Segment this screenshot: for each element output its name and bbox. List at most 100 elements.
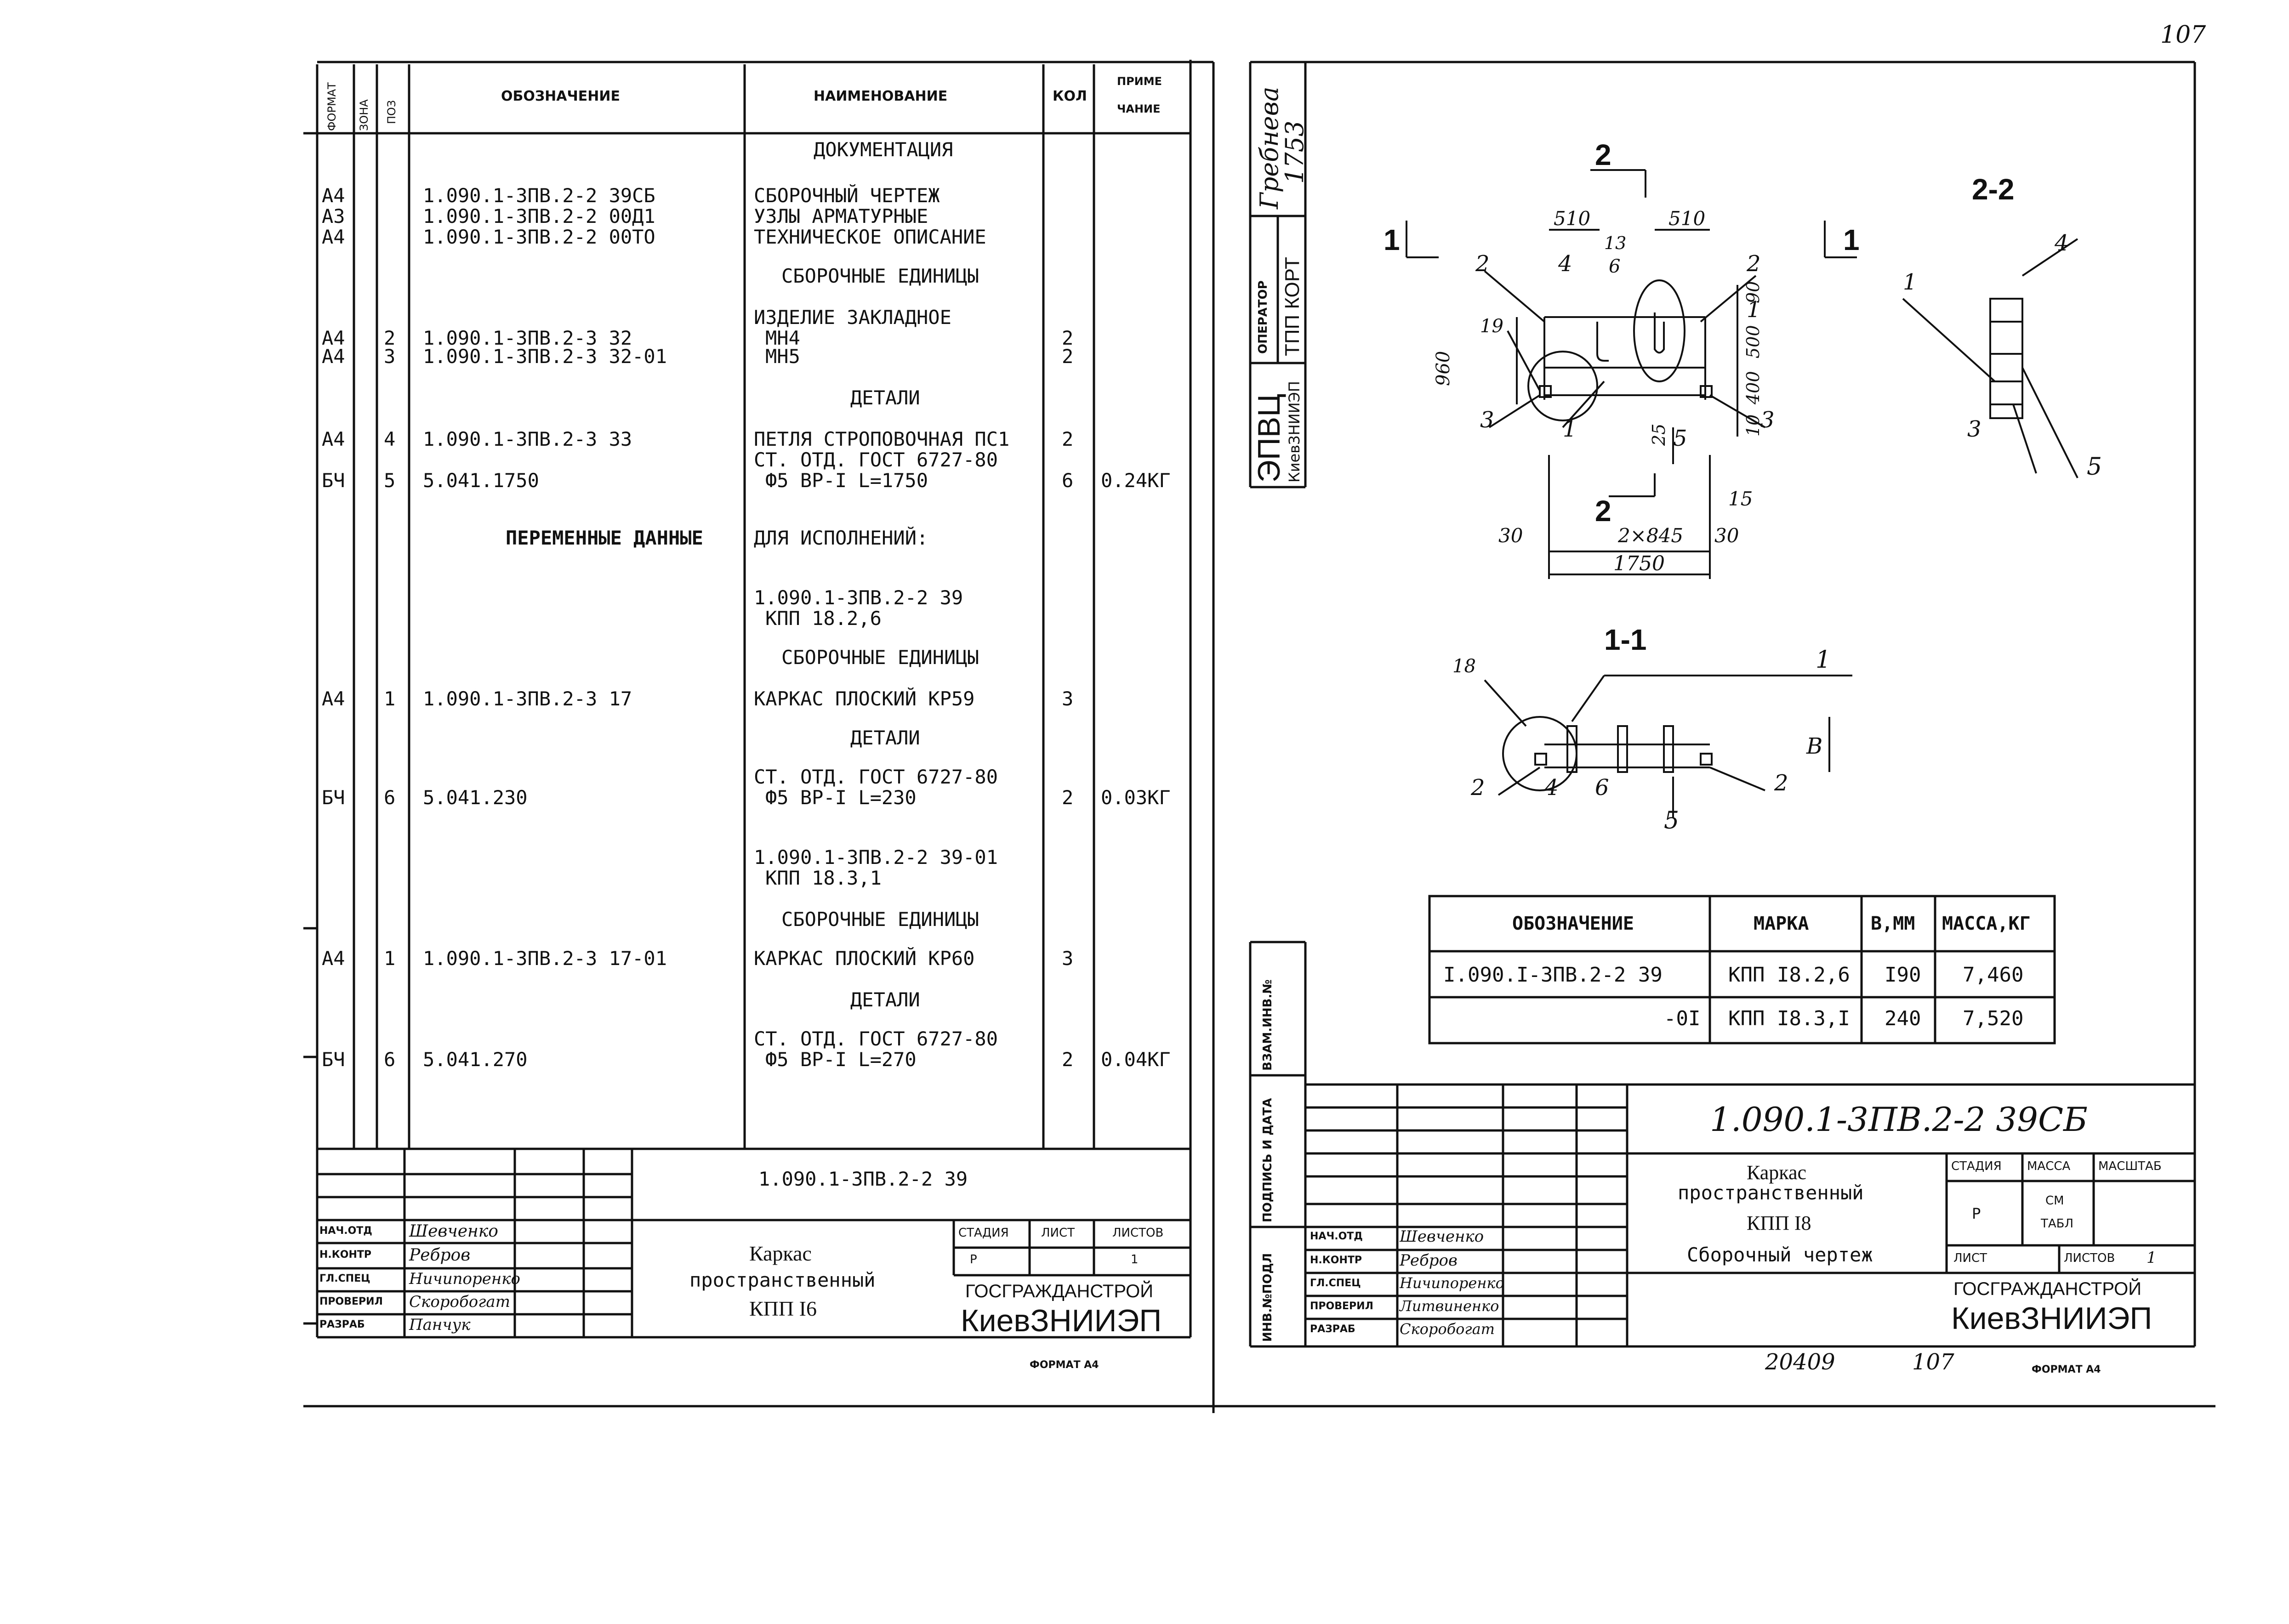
side-label: ВЗАМ.ИНВ.№	[1261, 979, 1275, 1071]
mass-value: СМ	[2045, 1194, 2064, 1208]
sheets-header: ЛИСТОВ	[2064, 1251, 2115, 1265]
role-label: НАЧ.ОТД	[1310, 1231, 1363, 1242]
institute-name: КиевЗНИИЭП	[1951, 1301, 2152, 1336]
role-label: ПРОВЕРИЛ	[1310, 1300, 1373, 1312]
title-line: КПП I6	[749, 1297, 817, 1320]
callout: 13	[1604, 233, 1627, 253]
dimension: 25	[1649, 423, 1669, 446]
cut-label: 2	[1595, 138, 1611, 171]
callout: 2	[1774, 770, 1788, 796]
section-heading: ДЕТАЛИ	[850, 727, 920, 749]
signer-name: Шевченко	[409, 1222, 498, 1241]
section-heading: ДЛЯ ИСПОЛНЕНИЙ:	[754, 527, 928, 549]
title-line: Каркас	[749, 1242, 812, 1265]
callout: 1	[1747, 297, 1761, 323]
callout: 6	[1595, 775, 1609, 801]
callout: 3	[1967, 416, 1982, 442]
title-line: пространственный	[689, 1269, 876, 1291]
header-format: ФОРМАТ	[325, 82, 338, 131]
role-label: Н.КОНТР	[319, 1249, 371, 1261]
callout: 2	[1747, 251, 1761, 277]
dimension: 1750	[1613, 552, 1665, 575]
section-label: 1-1	[1604, 623, 1647, 656]
title-line: КПП I8	[1747, 1212, 1811, 1234]
role-label: РАЗРАБ	[1310, 1323, 1355, 1335]
sheet-header: ЛИСТ	[1953, 1251, 1987, 1265]
signer-name: Ребров	[1400, 1251, 1458, 1270]
table-header: МАРКА	[1754, 913, 1809, 934]
callout: 5	[1664, 807, 1680, 835]
role-label: Н.КОНТР	[1310, 1255, 1362, 1266]
doc-code: 1.090.1-3ПВ.2-2 39	[758, 1168, 968, 1190]
signer-name: Ничипоренко	[1400, 1274, 1504, 1292]
org-name: ГОСГРАЖДАНСТРОЙ	[1953, 1279, 2142, 1299]
format-label-left: ФОРМАТ А4	[1030, 1359, 1099, 1371]
org-name: ГОСГРАЖДАНСТРОЙ	[965, 1281, 1154, 1301]
callout: 5	[2087, 453, 2102, 481]
signer-name: Скоробогат	[1400, 1320, 1495, 1338]
dimension: 15	[1728, 488, 1753, 510]
role-label: ГЛ.СПЕЦ	[1310, 1278, 1361, 1289]
institute-name: КиевЗНИИЭП	[961, 1303, 1162, 1338]
signer-name: Шевченко	[1400, 1227, 1484, 1246]
dimension: 30	[1714, 524, 1739, 547]
scale-header: МАСШТАБ	[2098, 1159, 2162, 1173]
callout: 6	[1609, 256, 1621, 277]
dimension: В	[1806, 733, 1823, 759]
cut-label: 2	[1595, 494, 1611, 528]
header-qty: КОЛ	[1053, 88, 1087, 104]
side-label: ИНВ.№ПОДЛ	[1261, 1253, 1275, 1342]
role-label: РАЗРАБ	[319, 1319, 365, 1330]
section-heading: ДОКУМЕНТАЦИЯ	[814, 138, 953, 161]
stage-value: Р	[1972, 1205, 1981, 1222]
signer-name: Ребров	[409, 1246, 471, 1265]
callout: 3	[1760, 407, 1775, 433]
stage-header: СТАДИЯ	[1951, 1159, 2002, 1173]
table-header: В,ММ	[1871, 913, 1915, 934]
section-label: 2-2	[1972, 173, 2015, 206]
section-heading: ДЕТАЛИ	[850, 988, 920, 1011]
table-header: ОБОЗНАЧЕНИЕ	[1512, 913, 1634, 934]
callout: 2	[1471, 775, 1485, 801]
side-label: ПОДПИСЬ И ДАТА	[1261, 1098, 1275, 1222]
stamp-dept: ТПП КОРТ	[1281, 257, 1304, 356]
stamp-sub: КиевЗНИИЭП	[1286, 381, 1303, 483]
title-line: Каркас	[1747, 1161, 1807, 1184]
section-heading: ДЕТАЛИ	[850, 386, 920, 409]
section-heading: СБОРОЧНЫЕ ЕДИНИЦЫ	[781, 646, 979, 669]
table-header: МАССА,КГ	[1942, 913, 2031, 934]
dimension: 510	[1668, 207, 1706, 230]
dimension: 2×845	[1618, 524, 1684, 547]
callout: 19	[1480, 316, 1503, 337]
doc-code: 1.090.1-3ПВ.2-2 39СБ	[1710, 1100, 2088, 1139]
callout: 1	[1563, 416, 1577, 442]
dimension: 30	[1498, 524, 1523, 547]
corner-number: 107	[2160, 21, 2206, 49]
stamp-number: 1753	[1280, 120, 1309, 184]
role-label: НАЧ.ОТД	[319, 1225, 372, 1237]
header-pos: ПОЗ	[385, 100, 398, 124]
header-designation: ОБОЗНАЧЕНИЕ	[501, 88, 620, 104]
footer-number: 107	[1912, 1349, 1954, 1375]
mass-header: МАССА	[2027, 1159, 2071, 1173]
callout: 1	[1903, 269, 1917, 295]
cut-label: 1	[1384, 223, 1400, 256]
callout: 2	[1475, 251, 1490, 277]
dimension: 510	[1554, 207, 1591, 230]
stage-value: Р	[970, 1253, 977, 1266]
callout: 1	[1816, 646, 1831, 674]
title-line: пространственный	[1678, 1181, 1864, 1204]
section-heading: СБОРОЧНЫЕ ЕДИНИЦЫ	[781, 908, 979, 931]
sheets-value: 1	[2147, 1249, 2157, 1267]
stage-header: СТАДИЯ	[958, 1226, 1009, 1240]
signer-name: Скоробогат	[409, 1293, 510, 1311]
callout: 5	[1673, 426, 1687, 451]
role-label: ПРОВЕРИЛ	[319, 1296, 383, 1307]
header-zone: ЗОНА	[358, 99, 370, 131]
callout: 18	[1452, 656, 1476, 677]
callout: 4	[1558, 251, 1572, 277]
callout: 4	[2055, 230, 2069, 256]
footer-number: 20409	[1765, 1349, 1835, 1375]
signer-name: Ничипоренко	[409, 1270, 521, 1288]
